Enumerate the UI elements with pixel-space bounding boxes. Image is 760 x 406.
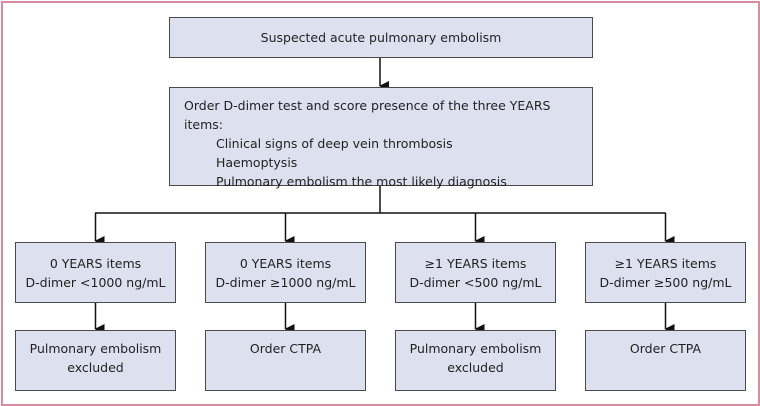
years-item: Clinical signs of deep vein thrombosis <box>216 136 453 151</box>
years-item: Haemoptysis <box>216 155 298 170</box>
outcome-node-pe-excluded: Pulmonary embolism excluded <box>15 330 176 391</box>
condition-years-count: ≥1 YEARS items <box>424 255 527 271</box>
condition-years-count: ≥1 YEARS items <box>614 255 717 271</box>
outcome-label: excluded <box>447 360 504 375</box>
outcome-node-order-ctpa: Order CTPA <box>585 330 746 391</box>
years-item: Pulmonary embolism the most likely diagn… <box>216 174 507 189</box>
assessment-heading: Order D-dimer test and score presence of… <box>184 98 551 132</box>
condition-ddimer: D-dimer <1000 ng/mL <box>25 274 166 290</box>
condition-years-count: 0 YEARS items <box>239 255 332 271</box>
condition-ddimer: D-dimer <500 ng/mL <box>409 274 542 290</box>
branch-condition-node: ≥1 YEARS items D-dimer ≥500 ng/mL <box>585 242 746 303</box>
condition-ddimer: D-dimer ≥1000 ng/mL <box>215 274 356 290</box>
outcome-label: Order CTPA <box>249 341 322 356</box>
condition-years-count: 0 YEARS items <box>49 255 142 271</box>
start-node-label: Suspected acute pulmonary embolism <box>260 30 502 45</box>
branch-condition-node: 0 YEARS items D-dimer <1000 ng/mL <box>15 242 176 303</box>
outcome-label: Pulmonary embolism <box>29 341 162 356</box>
assessment-node: Order D-dimer test and score presence of… <box>169 87 593 189</box>
start-node: Suspected acute pulmonary embolism <box>169 17 593 58</box>
outcome-node-order-ctpa: Order CTPA <box>205 330 366 391</box>
outcome-label: Order CTPA <box>629 341 702 356</box>
outcome-node-pe-excluded: Pulmonary embolism excluded <box>395 330 556 391</box>
outcome-label: Pulmonary embolism <box>409 341 542 356</box>
outcome-label: excluded <box>67 360 124 375</box>
branch-condition-node: ≥1 YEARS items D-dimer <500 ng/mL <box>395 242 556 303</box>
condition-ddimer: D-dimer ≥500 ng/mL <box>599 274 732 290</box>
branch-condition-node: 0 YEARS items D-dimer ≥1000 ng/mL <box>205 242 366 303</box>
